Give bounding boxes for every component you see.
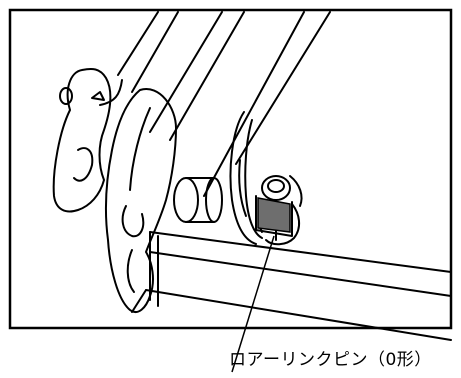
illustration-frame bbox=[8, 8, 453, 330]
pin-highlight bbox=[257, 197, 291, 233]
central-link-plate bbox=[104, 88, 177, 314]
pin-boss bbox=[173, 177, 223, 223]
right-disc bbox=[229, 111, 263, 245]
upper-link-arms bbox=[99, 11, 331, 197]
callout-leader-line bbox=[231, 235, 275, 373]
left-bracket-plate bbox=[52, 68, 112, 213]
lower-beam bbox=[131, 231, 452, 341]
callout-label: ロアーリンクピン（0形） bbox=[229, 350, 432, 370]
